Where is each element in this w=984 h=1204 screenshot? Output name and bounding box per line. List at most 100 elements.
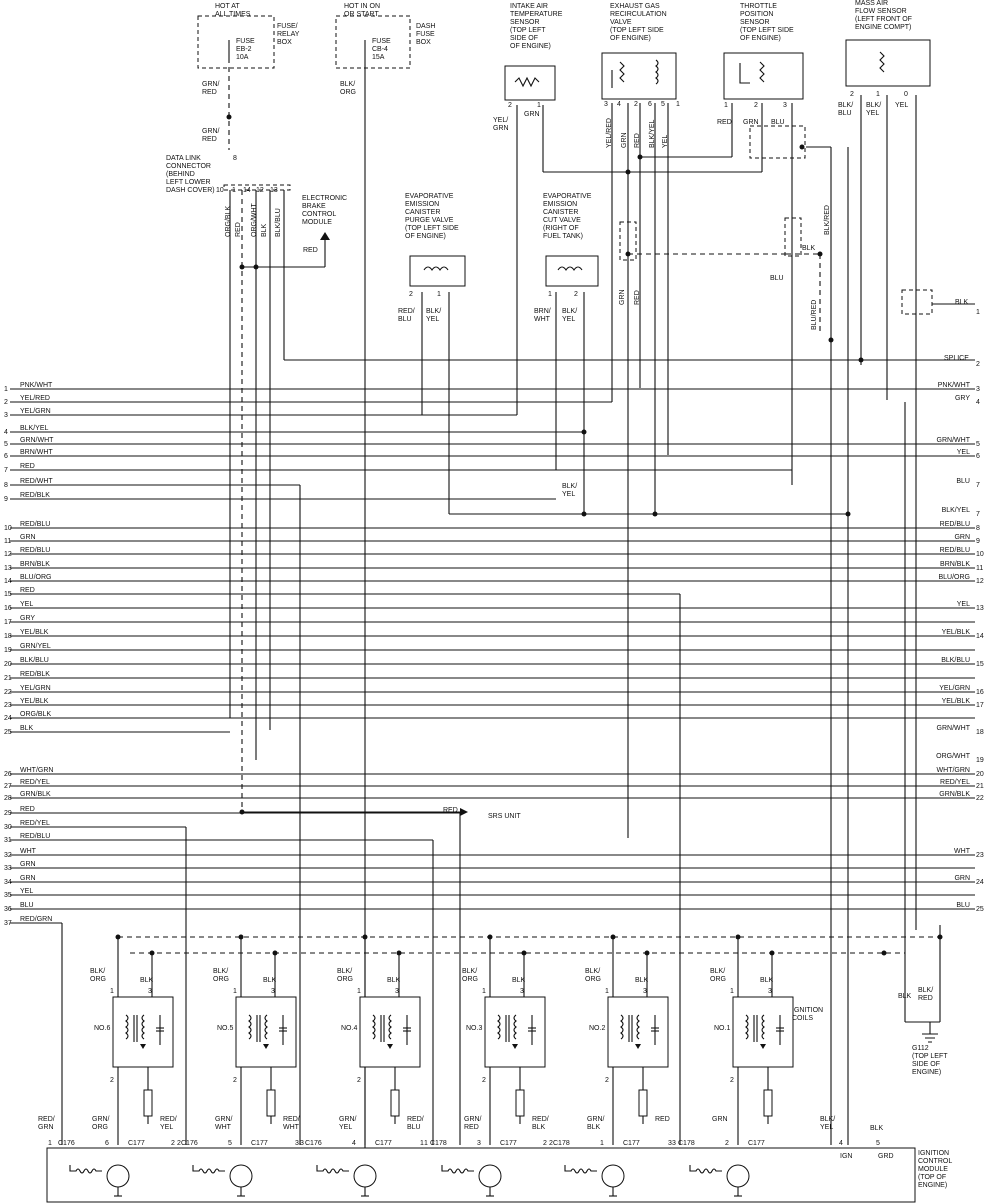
transistor-icon [229,1164,253,1188]
cut-label-0: EVAPORATIVE [543,193,592,200]
coil-1-top-wire-0: BLK/ [710,968,725,975]
data-link-label-1: CONNECTOR [166,163,211,170]
row-number-37: 37 [4,920,12,927]
right-row-number-15: 17 [976,702,984,709]
coil-1-pin1: 1 [730,988,734,995]
fuse-cb4-label-0: FUSE [372,38,391,45]
spark-plug-icon [515,1089,525,1117]
coil-gnd-dot [149,950,155,956]
coil-5-c-pin-c: 3 [300,1140,304,1147]
primary-winding-icon [620,1014,624,1040]
row-wire-label-35: YEL [20,888,33,895]
row-number-8: 8 [4,482,8,489]
cut-label-3: CUT VALVE [543,217,581,224]
iat-wire-left-0: YEL/ [493,117,508,124]
icm-label-4: ENGINE) [918,1182,947,1189]
right-wire-label-16: GRN/WHT [937,725,971,732]
right-wire-label-1: GRY [955,395,970,402]
ground-label-3: ENGINE) [912,1069,941,1076]
coil-3-c1: C178 [430,1140,447,1147]
purge-label-1: EMISSION [405,201,439,208]
coil-6-pin1: 1 [110,988,114,995]
coil-2-bottom-right-0: RED [655,1116,670,1123]
right-wire-label-23: BLU [956,902,970,909]
iat-pin1: 1 [537,102,541,109]
row-number-17: 17 [4,619,12,626]
egr-label-1: RECIRCULATION [610,11,667,18]
coil-4-top-wire-0: BLK/ [337,968,352,975]
right-row-number-19: 21 [976,783,984,790]
coil-1-c1: C178 [678,1140,695,1147]
egr-pin-1: 4 [617,101,621,108]
purge-label-5: OF ENGINE) [405,233,446,240]
resistor-icon [689,1165,722,1174]
coil-1-c-pin-b: 2 [725,1140,729,1147]
coil-5-c2: C177 [251,1140,268,1147]
coil-3-top-wire-1: ORG [462,976,478,983]
row-wire-label-4: BLK/YEL [20,425,49,432]
row-number-20: 20 [4,661,12,668]
cut-label-5: FUEL TANK) [543,233,583,240]
row-number-30: 30 [4,824,12,831]
right-wire-label-7: GRN [954,534,970,541]
purge-label-0: EVAPORATIVE [405,193,454,200]
resistor-icon [69,1165,102,1174]
tps-potentiometer-icon [739,61,765,84]
coil-6-icm-left-0: RED/ [38,1116,55,1123]
coil-2-top-wire-1: ORG [585,976,601,983]
coil-5-top-wire-0: BLK/ [213,968,228,975]
row-number-31: 31 [4,837,12,844]
egr-wire-0: YEL/RED [606,118,613,148]
row-number-10: 10 [4,525,12,532]
cut-wire-0-1: WHT [534,316,551,323]
right-row-number-21: 23 [976,852,984,859]
coil-3-bottom-left-0: GRN/ [464,1116,482,1123]
mid-blk-right-label: BLK [955,299,969,306]
coil-gnd-dot [644,950,650,956]
coil-4-bottom-left-0: GRN/ [339,1116,357,1123]
row-wire-label-36: BLU [20,902,34,909]
fuse-relay-box [197,15,275,69]
row-wire-label-5: GRN/WHT [20,437,54,444]
icm-label-0: IGNITION [918,1150,949,1157]
row-wire-label-27: RED/YEL [20,779,50,786]
data-link-label-0: DATA LINK [166,155,201,162]
srs-arrow-icon [460,808,468,816]
coil-1-pin2: 2 [730,1077,734,1084]
secondary-winding-icon [388,1014,392,1040]
coil-4-blk-label: BLK [387,977,401,984]
row-wire-label-31: RED/BLU [20,833,50,840]
maf-pin-2: 0 [904,91,908,98]
row-wire-label-22: YEL/GRN [20,685,51,692]
row-wire-label-8: RED/WHT [20,478,53,485]
diode-icon [760,1044,766,1049]
coil-6-pin2: 2 [110,1077,114,1084]
row-wire-label-17: GRY [20,615,35,622]
icm-blk-label: BLK [870,1125,884,1132]
row-wire-label-29: RED [20,806,35,813]
coil-3-top-wire-0: BLK/ [462,968,477,975]
maf-wire-1-1: YEL [866,110,879,117]
fuse-eb2-label-2: 10A [236,54,249,61]
spark-plug-icon [266,1089,276,1117]
row-number-9: 9 [4,496,8,503]
row-wire-label-20: BLK/BLU [20,657,49,664]
coil-6-c-pin-a: 1 [48,1140,52,1147]
resistor-icon [564,1165,597,1174]
coil-6-top-wire-1: ORG [90,976,106,983]
srs-unit-label: SRS UNIT [488,813,521,820]
primary-winding-icon [125,1014,129,1040]
coil-4-pin2: 2 [357,1077,361,1084]
right-wire-label-13: BLK/BLU [941,657,970,664]
diode-icon [387,1044,393,1049]
coil-6-icm-left-1: GRN [38,1124,54,1131]
fuse-cb4-label-1: CB-4 [372,46,388,53]
srs-wire-label: RED [443,807,458,814]
coil-3-pin3: 3 [520,988,524,995]
egr-pin-2: 2 [634,101,638,108]
purge-wire-0-0: RED/ [398,308,415,315]
coil-5-pin3: 3 [271,988,275,995]
right-wire-label-3: YEL [957,449,970,456]
